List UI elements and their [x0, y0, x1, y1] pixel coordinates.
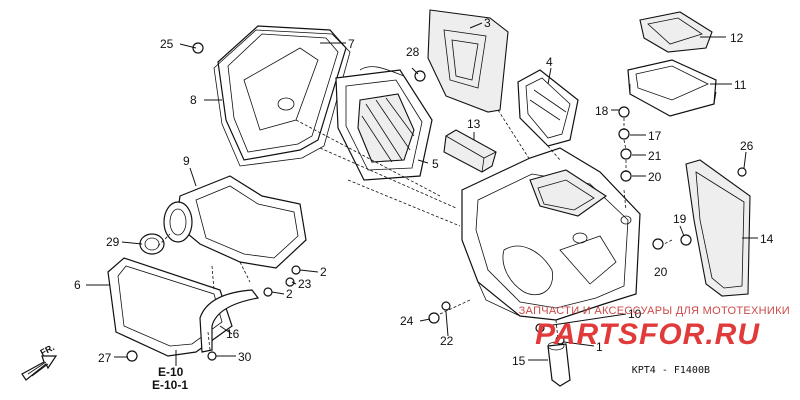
- callout-25: 25: [160, 37, 174, 51]
- front-direction-arrow-icon: [21, 355, 58, 381]
- nut-21: [620, 148, 632, 160]
- drain-hose: [199, 289, 260, 353]
- intake-duct: [627, 59, 717, 117]
- cover-gasket: [213, 29, 351, 167]
- callout-22: 22: [440, 334, 454, 348]
- callout-19: 19: [673, 212, 687, 226]
- bolt-27: [126, 350, 138, 362]
- reference-e101: E-10-1: [152, 378, 188, 392]
- callout-9: 9: [183, 154, 190, 168]
- filter-wire: [359, 66, 405, 77]
- callout-24: 24: [400, 314, 414, 328]
- callout-14: 14: [760, 232, 774, 246]
- callout-7: 7: [348, 37, 355, 51]
- callout-23: 23: [298, 277, 312, 291]
- callout-17: 17: [648, 129, 662, 143]
- callout-1: 1: [596, 340, 603, 354]
- side-panel: [685, 159, 751, 297]
- callout-2a: 2: [320, 265, 327, 279]
- screw-1: [555, 335, 565, 345]
- callout-8: 8: [190, 93, 197, 107]
- callout-labels: 25 7 8 3 4 28 12 11 18 17 21 20 13 5 26 …: [74, 16, 774, 392]
- callout-26: 26: [740, 139, 754, 153]
- leader-lines: [86, 22, 758, 366]
- bolt-18: [618, 106, 630, 118]
- callout-11: 11: [734, 78, 747, 92]
- clamp-ring: [139, 233, 165, 255]
- assembly-lines: [157, 109, 673, 351]
- callout-20a: 20: [648, 170, 662, 184]
- reference-e10: E-10: [158, 365, 184, 379]
- screw-26: [737, 167, 747, 177]
- callout-12: 12: [730, 31, 744, 45]
- callout-6: 6: [74, 278, 81, 292]
- foam-block: [443, 129, 497, 173]
- air-box-case: [461, 147, 641, 321]
- callout-18: 18: [595, 104, 609, 118]
- callout-10: 10: [628, 307, 642, 321]
- drain-plug: [547, 341, 571, 387]
- clip-2a: [291, 265, 301, 275]
- bolt-25: [192, 42, 204, 54]
- screw-23: [285, 277, 295, 287]
- watermark-tagline: ЗАПЧАСТИ И АКСЕССУАРЫ ДЛЯ МОТОТЕХНИКИ: [518, 305, 790, 317]
- washer-17: [618, 128, 630, 140]
- bolt-10: [535, 323, 545, 333]
- upper-panel: [427, 9, 509, 113]
- callout-13: 13: [467, 117, 481, 131]
- callout-16: 16: [226, 327, 240, 341]
- callout-21: 21: [648, 149, 662, 163]
- callout-29: 29: [106, 235, 120, 249]
- clip-2b: [263, 287, 273, 297]
- collar-20b: [652, 238, 664, 250]
- callout-28: 28: [406, 45, 420, 59]
- bolt-24: [428, 312, 440, 324]
- callout-30: 30: [238, 350, 252, 364]
- callout-15: 15: [512, 354, 526, 368]
- callout-3: 3: [484, 16, 491, 30]
- callout-27: 27: [98, 351, 112, 365]
- fasteners: [126, 42, 747, 362]
- figure-code: KPT4 - F1400B: [631, 365, 710, 376]
- callout-20b: 20: [654, 265, 668, 279]
- watermark-brand-logo: PARTSFOR.RU: [535, 318, 760, 351]
- frame-bracket: [517, 69, 579, 147]
- clip-30: [207, 351, 217, 361]
- callout-4: 4: [546, 55, 553, 69]
- washer-22: [441, 301, 451, 311]
- collar-20a: [620, 170, 632, 182]
- intake-tube: [163, 175, 307, 269]
- callout-5: 5: [432, 157, 439, 171]
- bolt-19: [680, 234, 692, 246]
- callout-2b: 2: [286, 287, 293, 301]
- air-cleaner-cover: [217, 25, 347, 161]
- top-cap: [639, 11, 713, 53]
- air-filter-element: [335, 69, 433, 181]
